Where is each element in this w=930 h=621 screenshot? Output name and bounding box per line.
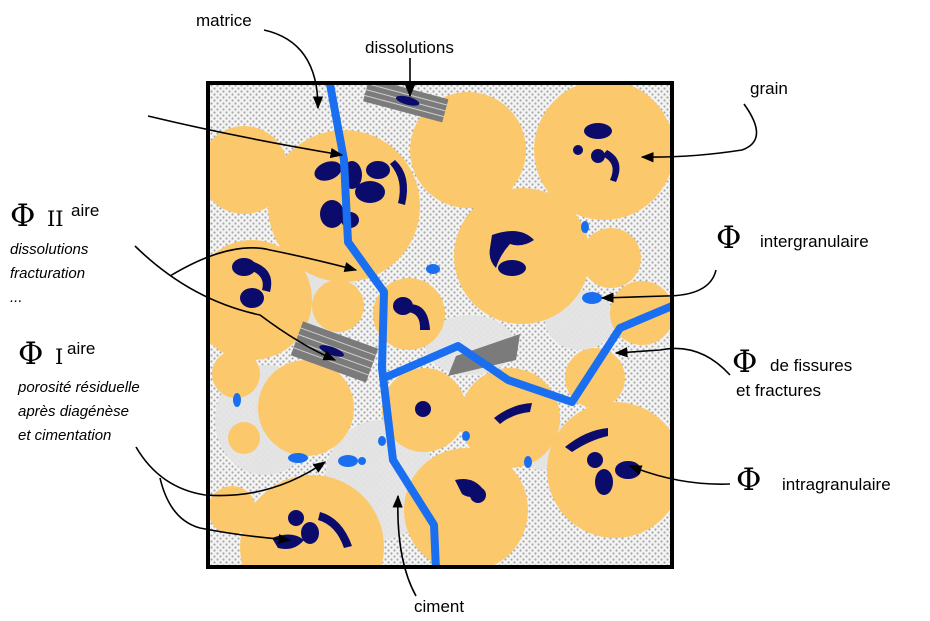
- phi-symbol: Φ: [10, 198, 35, 234]
- arrow-icon: [392, 494, 417, 597]
- rock-sample: [206, 81, 674, 569]
- phi-symbol: Φ: [736, 462, 761, 498]
- secondary-line-1: dissolutions: [10, 241, 89, 258]
- secondary-porosity-label: Φ II aire dissolutions fracturation ...: [10, 198, 99, 306]
- arrow-icon: [135, 446, 327, 497]
- label-intragranulaire: intragranulaire: [782, 475, 891, 494]
- label-dissolutions-top: dissolutions: [365, 38, 454, 57]
- phi-symbol: Φ: [716, 220, 741, 256]
- arrow-icon: [600, 269, 717, 303]
- intragranular-pores: [232, 123, 641, 549]
- primary-line-2: après diagénèse: [18, 403, 129, 420]
- leader-arrows: [134, 29, 758, 597]
- sample-frame: [206, 81, 674, 569]
- primary-porosity-label: Φ I aire porosité résiduelle après diagé…: [17, 336, 140, 444]
- label-grain: grain: [750, 79, 788, 98]
- intergranular-pores: [233, 221, 602, 468]
- arrow-icon: [640, 103, 758, 163]
- arrow-icon: [169, 247, 358, 277]
- arrow-icon: [614, 347, 731, 376]
- fractures: [326, 83, 672, 567]
- label-matrice: matrice: [196, 11, 252, 30]
- roman-numeral-i: I: [55, 345, 63, 369]
- primary-line-1: porosité résiduelle: [17, 379, 140, 396]
- secondary-line-2: fracturation: [10, 265, 85, 282]
- label-ciment: ciment: [414, 597, 464, 616]
- phi-symbol: Φ: [732, 344, 757, 380]
- arrow-icon: [628, 465, 731, 485]
- superscript-aire: aire: [67, 339, 95, 358]
- arrow-icon: [263, 29, 324, 110]
- arrow-icon: [147, 115, 344, 159]
- fracture-porosity-label: Φ de fissures et fractures: [732, 344, 852, 400]
- arrow-icon: [134, 245, 337, 361]
- intergranular-label: Φ intergranulaire: [716, 220, 869, 256]
- roman-numeral-ii: II: [47, 207, 64, 231]
- superscript-aire: aire: [71, 201, 99, 220]
- label-et-fractures: et fractures: [736, 381, 821, 400]
- arrow-icon: [159, 477, 292, 545]
- primary-line-3: et cimentation: [18, 427, 111, 444]
- phi-symbol: Φ: [18, 336, 43, 372]
- label-de-fissures: de fissures: [770, 356, 852, 375]
- label-intergranulaire: intergranulaire: [760, 232, 869, 251]
- secondary-line-3: ...: [10, 289, 23, 306]
- intragranular-label: Φ intragranulaire: [736, 462, 891, 498]
